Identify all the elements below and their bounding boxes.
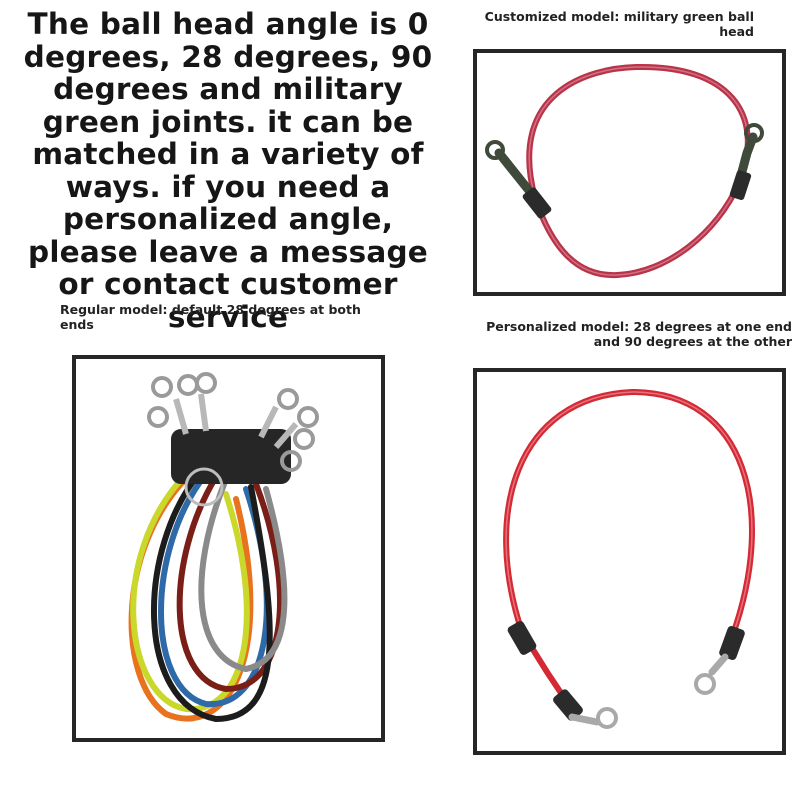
left-ball-head <box>596 707 618 729</box>
headline-text: The ball head angle is 0 degrees, 28 deg… <box>23 7 433 334</box>
military-green-brake-line-illustration <box>485 63 764 279</box>
red-brake-line-illustration <box>503 388 755 729</box>
personalized-model-image <box>473 368 786 755</box>
left-fitting <box>494 148 540 203</box>
personalized-model-caption: Personalized model: 28 degrees at one en… <box>486 319 792 349</box>
fitting-cluster <box>147 372 319 507</box>
left-ball-head <box>485 140 505 160</box>
customized-model-caption: Customized model: military green ball he… <box>484 9 754 39</box>
key-ring <box>184 467 224 507</box>
hose-line <box>526 63 751 279</box>
regular-model-image <box>72 355 385 742</box>
bundle-brake-lines-illustration <box>128 372 319 723</box>
right-ball-head <box>694 673 716 695</box>
hose-line <box>503 388 755 640</box>
customized-model-image <box>473 49 786 296</box>
left-sleeve <box>507 621 537 655</box>
hose-bundle <box>128 466 288 723</box>
right-sleeve <box>719 626 745 660</box>
right-ball-head <box>744 123 764 143</box>
regular-model-caption: Regular model: default 28 degrees at bot… <box>60 302 361 332</box>
